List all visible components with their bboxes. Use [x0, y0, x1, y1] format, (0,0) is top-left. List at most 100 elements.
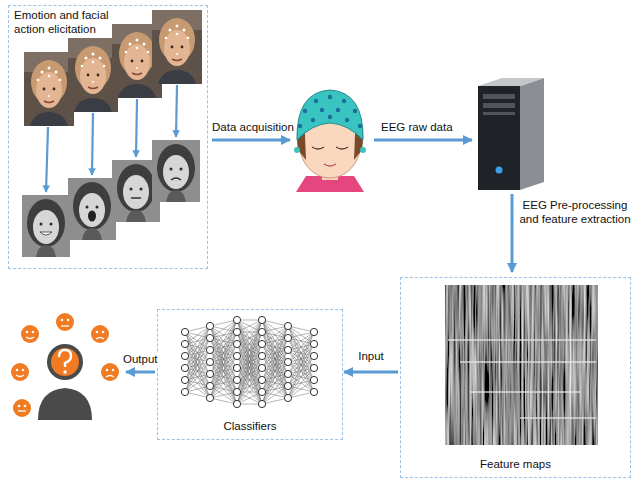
network-link: [288, 326, 314, 356]
network-link: [210, 380, 237, 398]
network-link: [210, 398, 237, 404]
neuron: [181, 364, 188, 371]
neuron: [181, 376, 188, 383]
network-link: [237, 368, 262, 404]
flow-arrow: [344, 371, 398, 374]
network-link: [262, 326, 288, 356]
network-link: [210, 320, 237, 386]
network-link: [262, 350, 288, 404]
neuron: [206, 334, 213, 341]
network-link: [288, 344, 314, 398]
elicitation-panel: Emotion and facial action elicitation: [8, 5, 208, 269]
network-link: [210, 332, 237, 398]
neuron: [233, 340, 240, 347]
neuron: [284, 334, 291, 341]
flow-label: EEG raw data: [380, 121, 454, 135]
network-link: [288, 326, 314, 380]
neuron: [258, 400, 265, 407]
neuron: [258, 316, 265, 323]
network-link: [288, 332, 314, 362]
network-link: [262, 326, 288, 380]
neural-network: [181, 316, 317, 407]
network-link: [288, 368, 314, 398]
neuron: [258, 388, 265, 395]
network-link: [288, 326, 314, 392]
neuron: [206, 322, 213, 329]
neuron: [206, 346, 213, 353]
panel-title: Classifiers: [223, 420, 276, 434]
neuron: [258, 364, 265, 371]
neuron: [181, 328, 188, 335]
neuron: [258, 340, 265, 347]
network-link: [288, 380, 314, 398]
network-link: [262, 320, 288, 374]
neuron: [258, 352, 265, 359]
network-link: [288, 332, 314, 398]
network-link: [210, 320, 237, 350]
feature-panel: Feature maps: [400, 277, 631, 478]
network-link: [262, 326, 288, 392]
neuron: [233, 364, 240, 371]
neuron: [258, 328, 265, 335]
neuron: [233, 352, 240, 359]
neuron: [233, 400, 240, 407]
flow-label: Data acquisition: [211, 121, 295, 135]
neuron: [310, 328, 317, 335]
network-link: [210, 368, 237, 398]
network-link: [237, 320, 262, 380]
expression-photos: [22, 140, 200, 257]
elicitation-arrows: [46, 85, 177, 192]
eeg-cap-head: [294, 90, 366, 192]
flow-label: Output: [122, 353, 159, 367]
network-link: [210, 344, 237, 398]
network-link: [210, 392, 237, 398]
output-icon: [11, 313, 119, 420]
network-link: [288, 332, 314, 386]
edge-label: Input: [357, 350, 385, 364]
network-link: [185, 326, 210, 380]
network-link: [210, 350, 237, 404]
panel-title: Emotion and facial action elicitation: [14, 9, 118, 37]
neuron: [310, 376, 317, 383]
network-link: [237, 344, 262, 404]
neuron: [310, 364, 317, 371]
neuron: [181, 388, 188, 395]
network-link: [210, 320, 237, 374]
neuron: [206, 382, 213, 389]
network-link: [210, 374, 237, 404]
network-link: [262, 386, 288, 404]
network-link: [185, 374, 210, 392]
network-link: [185, 332, 210, 398]
neuron: [284, 394, 291, 401]
neuron: [284, 358, 291, 365]
network-link: [185, 326, 210, 392]
network-link: [210, 338, 237, 404]
neuron: [310, 340, 317, 347]
neuron: [206, 370, 213, 377]
neuron: [233, 376, 240, 383]
neuron: [284, 382, 291, 389]
flow-label: EEG Pre-processing and feature extractio…: [517, 199, 633, 227]
neuron: [181, 340, 188, 347]
neuron: [284, 370, 291, 377]
network-link: [237, 344, 262, 404]
neuron: [233, 328, 240, 335]
neuron: [284, 346, 291, 353]
neuron: [310, 388, 317, 395]
panel-title: Feature maps: [480, 458, 551, 472]
network-link: [262, 338, 288, 404]
feature-map-image: [445, 285, 598, 445]
network-link: [237, 320, 262, 380]
network-link: [262, 320, 288, 386]
classifier-panel: Classifiers: [157, 309, 343, 440]
neuron: [233, 388, 240, 395]
network-link: [185, 344, 210, 398]
neuron: [206, 358, 213, 365]
neuron: [258, 376, 265, 383]
network-link: [237, 392, 262, 404]
network-link: [185, 338, 210, 392]
neuron: [206, 394, 213, 401]
